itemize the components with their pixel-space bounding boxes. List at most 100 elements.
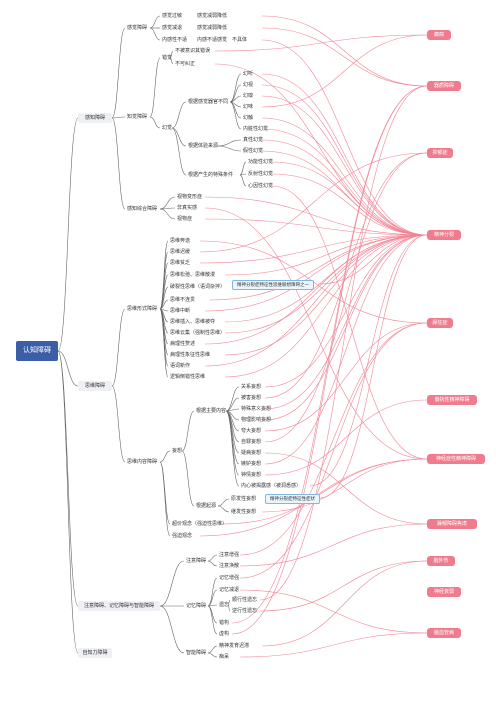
disorder-brain-injury[interactable]: 脑外伤 [427,556,455,566]
disorder-schizophrenia[interactable]: 精神分裂 [427,230,461,240]
symptom-disorder-link [271,185,428,460]
branch-link [207,605,218,635]
branch-link [225,410,240,487]
symptom-disorder-link [264,152,428,399]
symptom-disorder-link [239,523,428,567]
theme-item: 内心被揭露感（被洞悉感） [241,483,302,489]
sensation-item: 感觉减退 [162,25,183,31]
form-item: 思维迟缓 [170,249,191,255]
theme-item: 疑病妄想 [241,450,262,456]
source-item: 真性幻觉 [243,137,264,143]
disorder-neurotic[interactable]: 神经症性精神障碍 [427,454,485,464]
sense-item: 内脏性幻觉 [243,126,269,132]
sensation-item: 感觉过敏 [162,13,183,19]
sense-item: 幻听 [243,71,254,77]
branch-link [225,410,240,465]
disorder-anxiety[interactable]: 躁郁障碍焦虑 [427,519,477,529]
perceptual-node: 知觉障碍 [127,114,148,120]
branch-link [159,560,185,607]
sensation-node: 感觉障碍 [127,25,148,31]
theme-item: 被害妄想 [241,395,262,401]
sensation-desc: 感觉减弱降低 [197,13,228,19]
form-annotation: 精神分裂症特征性思维联想障碍之一 [232,280,314,290]
paramnesia-item: 虚构 [219,631,230,637]
symptom-disorder-link [319,234,428,499]
symptom-disorder-link [261,15,428,87]
disorder-mania[interactable]: 躁狂症 [427,318,453,328]
sensation-item: 内感性不适 [162,37,188,43]
symptom-disorder-link [264,234,428,388]
symptom-disorder-link [264,234,428,410]
illusion-item: 不可纠正 [175,61,196,67]
branch-link [207,560,218,567]
branch-link [217,139,242,147]
symptom-disorder-link [214,34,428,52]
disorder-organic[interactable]: 器质障碍 [427,81,461,91]
symptom-disorder-link [261,84,428,236]
branch-link [171,101,187,129]
branch-link [171,127,187,176]
form-item: 思维不连贯 [170,297,196,303]
thought-form-node: 思维形式障碍 [127,306,158,312]
form-item: 思维中断 [170,308,191,314]
branch-link [227,604,231,612]
disorder-links [199,15,428,658]
symptom-disorder-link [271,161,428,236]
obsession-node: 强迫观念 [172,533,193,539]
symptom-disorder-link [204,234,428,312]
branch-link [159,208,176,220]
root-node[interactable]: 认知障碍 [16,341,58,361]
branch-link [217,505,230,513]
origin-annotation: 精神分裂症特征性症状 [265,494,320,504]
section-attention-memory[interactable]: 注意障碍、记忆障碍与智能障碍 [78,601,160,611]
origin-item: 继发性妄想 [231,509,257,515]
branch-link [159,286,169,310]
symptom-disorder-link [261,139,428,236]
branch-link [111,116,126,119]
sense-item: 幻味 [243,104,254,110]
symptom-disorder-link [264,234,428,465]
section-thinking[interactable]: 思维障碍 [78,381,112,391]
symptom-disorder-link [309,234,428,487]
branch-link [159,308,169,378]
branch-link [159,450,171,463]
form-item: 思维云集（强制性思维） [170,330,226,336]
symptom-disorder-link [239,322,428,556]
symptom-disorder-link [264,399,428,476]
form-item: 病理性赘述 [170,341,196,347]
form-item: 思维贫乏 [170,260,191,266]
root-link [57,350,79,607]
branch-link [159,262,169,310]
branch-link [207,604,218,607]
by-source-node: 根据体验来源 [188,143,219,149]
symptom-disorder-link [259,560,428,612]
synthesis-item: 视物变形症 [177,194,203,200]
symptom-disorder-link [204,234,428,345]
memory-item: 记忆减退 [219,587,240,593]
root-link [57,117,79,352]
symptom-disorder-link [264,152,428,443]
disorder-depression[interactable]: 抑郁症 [427,148,453,158]
sensation-desc: 内感不适感觉 [197,37,228,43]
illusion-item: 不被意识其错误 [175,48,211,54]
disorder-epilepsy[interactable]: 癫痫 [427,30,451,40]
section-insight[interactable]: 自知力障碍 [78,648,112,658]
theme-item: 嫉妒妄想 [241,461,262,467]
source-item: 假性幻觉 [243,148,264,154]
section-perception[interactable]: 感知障碍 [78,113,112,123]
symptom-disorder-link [261,95,428,236]
disorder-cerebrovascular[interactable]: 脑血管病 [427,628,461,638]
symptom-disorder-link [204,196,428,236]
branch-link [149,27,161,41]
illusion-node: 错觉 [162,55,173,61]
intelligence-item: 痴呆 [219,654,230,660]
symptom-disorder-link [231,85,428,624]
symptom-disorder-link [239,632,428,658]
disorder-neurasthenia[interactable]: 神经衰弱 [427,587,461,597]
branch-link [181,410,195,452]
disorder-paranoid[interactable]: 偏执性精神障碍 [427,395,477,405]
by-theme-node: 根据主要内容 [196,408,227,414]
theme-item: 关系妄想 [241,384,262,390]
paramnesia-item: 错构 [219,620,230,626]
intelligence-item: 精神发育迟滞 [219,643,250,649]
